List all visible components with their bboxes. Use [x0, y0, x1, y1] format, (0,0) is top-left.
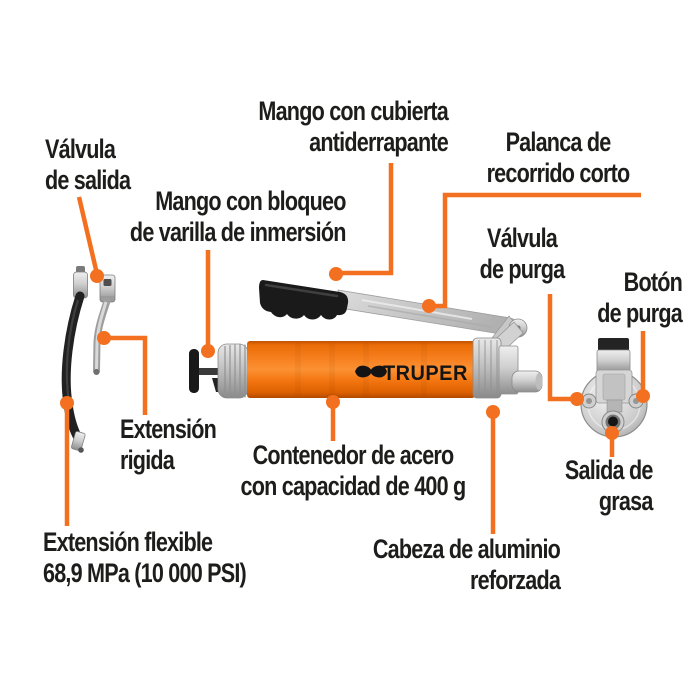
callout-dot-contenedor: [326, 395, 340, 409]
callout-dot-palanca: [422, 299, 436, 313]
hose-tip-fitting: [71, 431, 86, 451]
purge-lever-upper: [596, 349, 631, 374]
label-line: Cabeza de aluminio: [372, 534, 561, 564]
brand-text: TRUPER: [383, 362, 468, 386]
hose-tip-hole: [78, 447, 84, 453]
grip-handle: [259, 280, 349, 320]
label-contenedor-de-acero: Contenedor de acero con capacidad de 400…: [233, 440, 473, 502]
callout-dot-valvula-salida: [90, 269, 104, 283]
barrel-seams: [295, 343, 427, 396]
grease-outlet-hole: [608, 416, 618, 427]
callout-line-valvula-purga: [547, 294, 574, 402]
label-line: reforzada: [469, 565, 561, 595]
label-line: Extensión flexible: [43, 527, 213, 557]
plunger-rod: [198, 368, 222, 375]
label-valvula-de-purga: Válvula de purga: [402, 223, 642, 285]
label-line: Palanca de: [505, 127, 612, 157]
label-line: de salida: [45, 165, 131, 195]
barrel-end-cap: [217, 343, 249, 399]
tube-tip: [93, 369, 100, 375]
flexible-extension: [61, 266, 88, 453]
label-line: antiderrapante: [309, 127, 449, 157]
label-line: Extensión: [120, 414, 217, 444]
callout-line-palanca: [431, 192, 641, 309]
callout-dot-mango-bloqueo: [201, 344, 215, 358]
label-line: Mango con bloqueo: [155, 186, 347, 216]
tube-highlight: [95, 301, 108, 370]
label-extension-flexible: Extensión flexible 68,9 MPa (10 000 PSI): [43, 527, 247, 589]
label-line: Válvula: [486, 223, 558, 253]
label-line: de purga: [597, 298, 683, 328]
lever-shade: [367, 305, 493, 328]
callouts: [60, 163, 650, 534]
callout-line-extension-rigida: [105, 335, 148, 415]
purge-lever-inner: [602, 373, 626, 401]
label-line: Mango con cubierta: [258, 96, 448, 126]
tube-coupler-socket: [103, 279, 112, 286]
callout-dot-cabeza: [486, 405, 500, 419]
label-boton-de-purga: Botón de purga: [597, 267, 683, 329]
label-line: Botón: [623, 267, 683, 297]
lever-beam: [337, 289, 521, 338]
callout-dot-extension-flexible: [60, 396, 74, 410]
label-salida-de-grasa: Salida de grasa: [565, 455, 653, 517]
lever-sheen: [361, 299, 473, 320]
label-mango-con-cubierta: Mango con cubierta antiderrapante: [258, 96, 448, 158]
head-front-view: [580, 338, 648, 438]
label-line: grasa: [599, 486, 653, 516]
label-line: Salida de: [565, 455, 653, 485]
label-extension-rigida: Extensión rigida: [120, 414, 217, 476]
label-mango-con-bloqueo: Mango con bloqueo de varilla de inmersió…: [130, 186, 346, 248]
callout-line-mango-cubierta: [338, 163, 394, 276]
callout-dot-salida-grasa: [605, 426, 619, 440]
hose-highlight: [65, 299, 80, 403]
label-palanca-recorrido-corto: Palanca de recorrido corto: [438, 127, 678, 189]
label-cabeza-de-aluminio: Cabeza de aluminio reforzada: [372, 534, 561, 596]
left-bolt-center: [586, 398, 592, 404]
side-outlet-end: [535, 373, 543, 390]
label-line: con capacidad de 400 g: [240, 471, 467, 501]
label-valvula-de-salida: Válvula de salida: [45, 134, 131, 196]
label-line: de varilla de inmersión: [130, 217, 346, 247]
rigid-extension: [93, 274, 116, 375]
callout-dot-extension-rigida: [97, 331, 111, 345]
label-line: rigida: [120, 445, 175, 475]
label-line: 68,9 MPa (10 000 PSI): [43, 558, 247, 588]
grease-gun: TRUPER: [189, 280, 543, 399]
label-line: Contenedor de acero: [252, 440, 455, 470]
end-cap-knurling: [224, 344, 246, 398]
purge-lever-cap: [598, 338, 629, 352]
plunger-t-handle: [189, 349, 199, 393]
callout-dot-boton-purga: [636, 389, 650, 403]
grip-highlight: [264, 283, 339, 298]
label-line: de purga: [479, 254, 566, 284]
label-line: Válvula: [45, 134, 116, 164]
label-line: recorrido corto: [486, 158, 631, 188]
collar-ridges: [478, 340, 498, 396]
callout-dot-mango-cubierta: [329, 267, 343, 281]
truper-bull-icon: [355, 365, 387, 378]
callout-dot-valvula-purga: [570, 392, 584, 406]
brand-logo: TRUPER: [355, 362, 468, 386]
callout-line-valvula-salida: [76, 196, 100, 275]
purge-neck: [606, 399, 623, 413]
